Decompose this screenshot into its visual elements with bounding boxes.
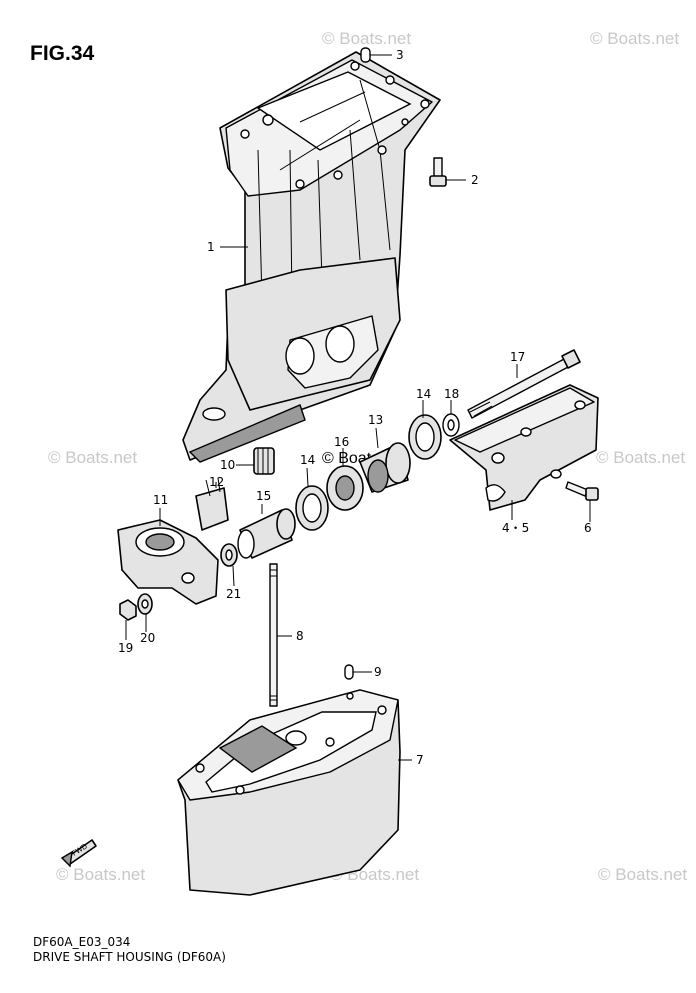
callout-13: 13: [368, 413, 383, 427]
callout-14-upper: 14: [416, 387, 431, 401]
callout-2: 2: [471, 173, 479, 187]
washer-part-18: [442, 413, 460, 437]
ring-part-14-upper: [408, 414, 442, 460]
callout-11: 11: [153, 493, 168, 507]
drive-shaft-housing: [182, 51, 441, 463]
callout-9: 9: [374, 665, 382, 679]
forward-direction-icon: FWD: [60, 839, 97, 868]
bracket-part-11: [117, 519, 219, 605]
watermark: © Boats.net: [590, 29, 679, 48]
callout-6: 6: [584, 521, 592, 535]
mount-cover-part-4-5: [449, 384, 599, 511]
rubber-mount-part-13: [359, 442, 411, 493]
washer-part-20: [137, 593, 153, 615]
bushing-part-16: [326, 465, 364, 511]
callout-1: 1: [207, 240, 215, 254]
grommet-part-10: [253, 447, 275, 475]
ring-part-14-lower: [295, 485, 329, 531]
figure-code: DF60A_E03_034: [33, 935, 131, 949]
callout-18: 18: [444, 387, 459, 401]
callout-14-lower: 14: [300, 453, 315, 467]
dowel-part-3: [360, 47, 371, 63]
watermark: © Boats.net: [48, 448, 137, 467]
bolt-part-6: [565, 481, 599, 501]
callout-21: 21: [226, 587, 241, 601]
figure-title: FIG.34: [30, 42, 95, 65]
callout-3: 3: [396, 48, 404, 62]
watermark: © Boats.net: [596, 448, 685, 467]
bolt-part-2: [429, 157, 447, 187]
callout-4-5: 4・5: [502, 521, 529, 535]
lower-cover-part-7: [177, 689, 401, 896]
sleeve-part-15: [237, 508, 296, 559]
callout-15: 15: [256, 489, 271, 503]
clip-part-12: [195, 477, 229, 531]
watermark: © Boats.net: [56, 865, 145, 884]
callout-10: 10: [220, 458, 235, 472]
callout-8: 8: [296, 629, 304, 643]
pin-part-9: [344, 664, 354, 680]
washer-part-21: [220, 543, 238, 567]
callout-12: 12: [209, 475, 224, 489]
stud-part-8: [269, 563, 278, 707]
callout-20: 20: [140, 631, 155, 645]
callout-19: 19: [118, 641, 133, 655]
long-bolt-part-17: [467, 349, 581, 419]
watermark: © Boats.net: [598, 865, 687, 884]
watermark: © Boats.net: [322, 29, 411, 48]
callout-7: 7: [416, 753, 424, 767]
figure-caption: DRIVE SHAFT HOUSING (DF60A): [33, 950, 226, 964]
callout-labels: 1 2 3 4・5 6 7 8 9 10 11 12 13 14 14 15 1…: [118, 48, 592, 767]
leader-lines: [125, 54, 591, 761]
callout-17: 17: [510, 350, 525, 364]
nut-part-19: [119, 599, 137, 621]
callout-16: 16: [334, 435, 349, 449]
